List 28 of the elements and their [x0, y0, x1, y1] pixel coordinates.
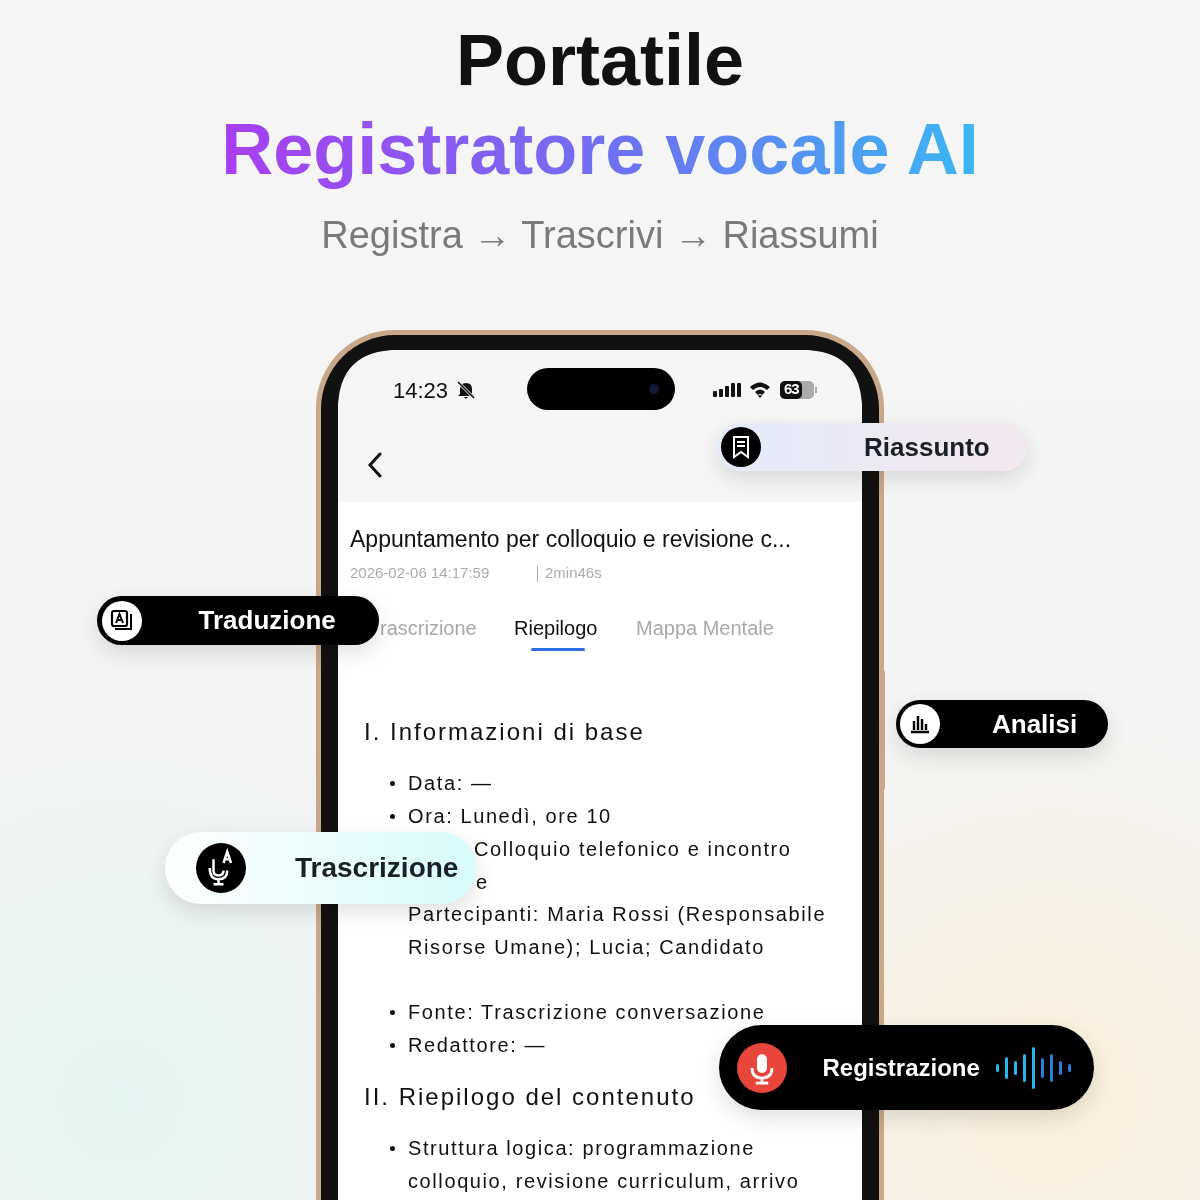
list-item: Ora: Lunedì, ore 10: [408, 804, 612, 829]
recording-date: 2026-02-06 14:17:59: [350, 564, 490, 581]
feature-label: Analisi: [992, 708, 1078, 740]
workflow-text: Registra → Trascrivi → Riassumi: [320, 214, 880, 257]
list-item: Colloquio telefonico e incontro: [474, 837, 792, 862]
list-item: e: [476, 870, 489, 895]
section-heading: II. Riepilogo del contenuto: [364, 1083, 696, 1111]
tab-link: rascrizione: [380, 617, 477, 640]
feature-label: Traduzione: [198, 605, 336, 636]
feature-pill: [896, 700, 1108, 748]
section-heading: I. Informazioni di base: [364, 718, 645, 746]
list-item: Fonte: Trascrizione conversazione: [408, 1000, 766, 1025]
feature-label: Riassunto: [864, 431, 990, 463]
feature-pill: [97, 596, 379, 645]
battery-level: 63: [784, 380, 799, 397]
list-item: Struttura logica: programmazione colloquio, revisione curriculum, arrivo: [408, 1136, 801, 1194]
tab-link: Riepilogo: [514, 617, 598, 640]
recording-title: Appuntamento per colloquio e revisione c...: [350, 526, 792, 553]
feature-pill: [717, 423, 1027, 471]
list-item: Data: —: [408, 771, 493, 796]
tab-link: Mappa Mentale: [636, 617, 774, 640]
title-heading: Portatile: [454, 19, 746, 102]
status-time: 14:23: [393, 378, 449, 404]
list-item: Partecipanti: Maria Rossi (Responsabile Risorse Umane); Lucia; Candidato: [408, 902, 828, 960]
list-item: Redattore: —: [408, 1033, 547, 1058]
feature-label: Registrazione: [822, 1053, 980, 1082]
recording-duration: 2min46s: [545, 564, 602, 581]
feature-label: Trascrizione: [295, 852, 459, 884]
